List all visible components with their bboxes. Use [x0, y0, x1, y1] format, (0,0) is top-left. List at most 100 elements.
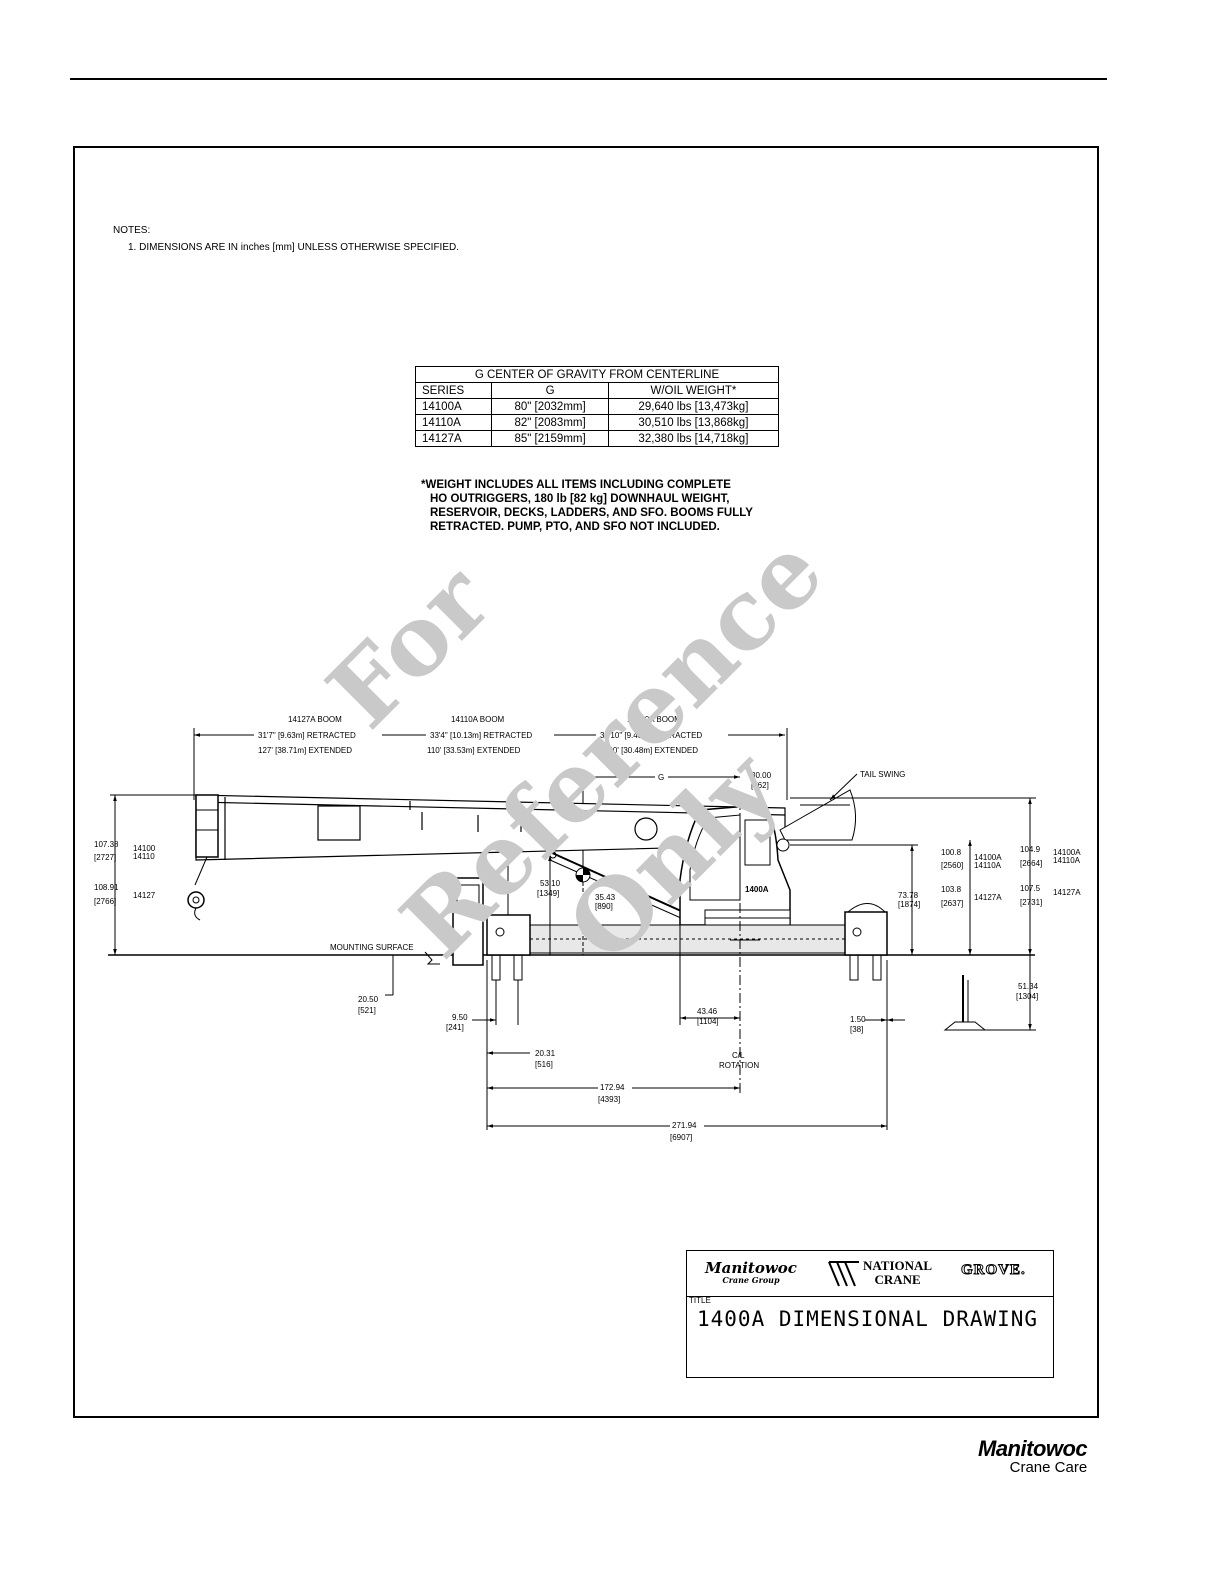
dim-value-mm: [241] — [446, 1023, 464, 1032]
cg-cell: 29,640 lbs [13,473kg] — [607, 398, 780, 415]
cab: 1400A — [679, 804, 791, 926]
cg-cell: 85" [2159mm] — [491, 430, 609, 447]
dim-value: 51.34 — [1018, 982, 1039, 991]
dim-value: 53.10 — [540, 879, 561, 888]
dim-value: 100.8 — [941, 848, 962, 857]
chassis-frame — [529, 924, 846, 954]
drawing-frame — [73, 146, 1099, 1418]
rear-outrigger — [844, 903, 888, 981]
dim-value-mm: [516] — [535, 1060, 553, 1069]
header-rule — [70, 78, 1107, 80]
dim-series: 14100A — [974, 853, 1002, 862]
dim-value-mm: [2664] — [1020, 859, 1042, 868]
dim-value-mm: [1104] — [697, 1017, 719, 1026]
dim-value: 107.38 — [94, 840, 119, 849]
footer-brand: Manitowoc — [978, 1436, 1088, 1461]
national-crane-icon — [828, 1261, 859, 1287]
cg-cell: 14110A — [414, 414, 493, 431]
weight-note-line: HO OUTRIGGERS, 180 lb [82 kg] DOWNHAUL W… — [430, 493, 730, 505]
dim-value-mm: [521] — [358, 1006, 376, 1015]
g-label: G — [658, 773, 664, 782]
national-crane-line: NATIONAL — [863, 1258, 933, 1273]
boom-retracted: 33'4" [10.13m] RETRACTED — [430, 731, 532, 740]
cab-label: 1400A — [745, 885, 769, 894]
dim-value: 271.94 — [672, 1121, 697, 1130]
notes: NOTES: 1. DIMENSIONS ARE IN inches [mm] … — [113, 222, 459, 256]
front-outrigger — [486, 914, 531, 981]
dim-value-mm: [2731] — [1020, 898, 1042, 907]
cg-cell: 32,380 lbs [14,718kg] — [607, 430, 780, 447]
dim-value: 20.50 — [358, 995, 379, 1004]
title-block: Manitowoc Crane Group NATIONAL CRANE GRO… — [686, 1250, 1054, 1378]
weight-note-line: RETRACTED. PUMP, PTO, AND SFO NOT INCLUD… — [430, 521, 720, 533]
title-block-logos: Manitowoc Crane Group NATIONAL CRANE GRO… — [687, 1251, 1053, 1297]
dim-value: 172.94 — [600, 1083, 625, 1092]
cg-symbol — [575, 867, 591, 883]
dim-value: 108.91 — [94, 883, 119, 892]
dim-value: 30.00 — [751, 771, 772, 780]
dim-value-mm: [6907] — [670, 1133, 692, 1142]
weight-note-line: RESERVOIR, DECKS, LADDERS, AND SFO. BOOM… — [430, 507, 753, 519]
dim-value: 103.8 — [941, 885, 962, 894]
leader-line — [424, 951, 440, 965]
dim-value-mm: [2637] — [941, 899, 963, 908]
cg-cell: 30,510 lbs [13,868kg] — [607, 414, 780, 431]
cg-cell: 14127A — [414, 430, 493, 447]
boom-labels: 14127A BOOM 31'7" [9.63m] RETRACTED 127'… — [258, 715, 702, 755]
boom-name: 14127A BOOM — [288, 715, 342, 724]
cl-label: C/L — [732, 1051, 745, 1060]
dim-series: 14100A — [1053, 848, 1081, 857]
dim-series: 14127 — [133, 891, 156, 900]
boom-retracted: 30'10" [9.40m] RETRACTED — [600, 731, 702, 740]
pivot-height-dims: 53.10 [1349] 35.43 [890] — [537, 879, 616, 911]
dim-value-mm: [1874] — [898, 900, 920, 909]
drawing-title: 1400A DIMENSIONAL DRAWING — [697, 1307, 1039, 1331]
outrigger-jack — [943, 975, 987, 1031]
left-height-dims: 107.38 [2727] 14100 14110 108.91 [2766] … — [94, 840, 156, 906]
dim-value: 107.5 — [1020, 884, 1041, 893]
dim-series: 14127A — [1053, 888, 1081, 897]
title-label: TITLE — [689, 1296, 711, 1305]
boom-extended: 100' [30.48m] EXTENDED — [604, 746, 698, 755]
table-row: 14110A 82" [2083mm] 30,510 lbs [13,868kg… — [414, 414, 780, 431]
national-crane-line: CRANE — [874, 1272, 921, 1287]
national-crane-logo: NATIONAL CRANE — [863, 1259, 932, 1287]
dim-series: 14127A — [974, 893, 1002, 902]
boom-extended: 127' [38.71m] EXTENDED — [258, 746, 352, 755]
dim-series: 14100 — [133, 844, 156, 853]
footer-sub: Crane Care — [1009, 1459, 1088, 1476]
reservoir — [452, 845, 509, 966]
dim-series: 14110A — [974, 861, 1002, 870]
dim-value: 43.46 — [697, 1007, 718, 1016]
note-1: 1. DIMENSIONS ARE IN inches [mm] UNLESS … — [128, 242, 459, 253]
dim-series: 14110A — [1053, 856, 1081, 865]
footer-logo: Manitowoc Crane Care — [978, 1436, 1088, 1476]
manitowoc-logo-sub: Crane Group — [722, 1275, 780, 1285]
cg-cell: 80" [2032mm] — [491, 398, 609, 415]
dim-value-mm: [1304] — [1016, 992, 1038, 1001]
dim-value: 9.50 — [452, 1013, 468, 1022]
dim-value-mm: [762] — [751, 781, 769, 790]
boom-extended: 110' [33.53m] EXTENDED — [427, 746, 521, 755]
leader-line — [829, 773, 858, 801]
boom-name: 14110A BOOM — [451, 715, 505, 724]
cl-label: ROTATION — [719, 1061, 759, 1070]
dim-value: 1.50 — [850, 1015, 866, 1024]
mounting-surface-label: MOUNTING SURFACE — [330, 943, 414, 952]
cg-header-series: SERIES — [414, 382, 493, 399]
weight-note-line: *WEIGHT INCLUDES ALL ITEMS INCLUDING COM… — [421, 479, 731, 491]
dim-value-mm: [2560] — [941, 861, 963, 870]
dim-value-mm: [2727] — [94, 853, 116, 862]
boom-head — [187, 794, 219, 921]
weight-note: *WEIGHT INCLUDES ALL ITEMS INCLUDING COM… — [421, 478, 753, 534]
dim-value: 35.43 — [595, 893, 616, 902]
table-row: 14100A 80" [2032mm] 29,640 lbs [13,473kg… — [414, 398, 780, 415]
right-height-dims: 73.78 [1874] 100.8 [2560] 14100A 14110A … — [898, 845, 1081, 909]
grove-logo: GROVE. — [961, 1262, 1026, 1279]
dim-value: 73.78 — [898, 891, 919, 900]
lift-cylinder — [549, 851, 691, 923]
turret — [704, 789, 856, 927]
dim-value-mm: [4393] — [598, 1095, 620, 1104]
boom-name: 14100A BOOM — [627, 715, 681, 724]
